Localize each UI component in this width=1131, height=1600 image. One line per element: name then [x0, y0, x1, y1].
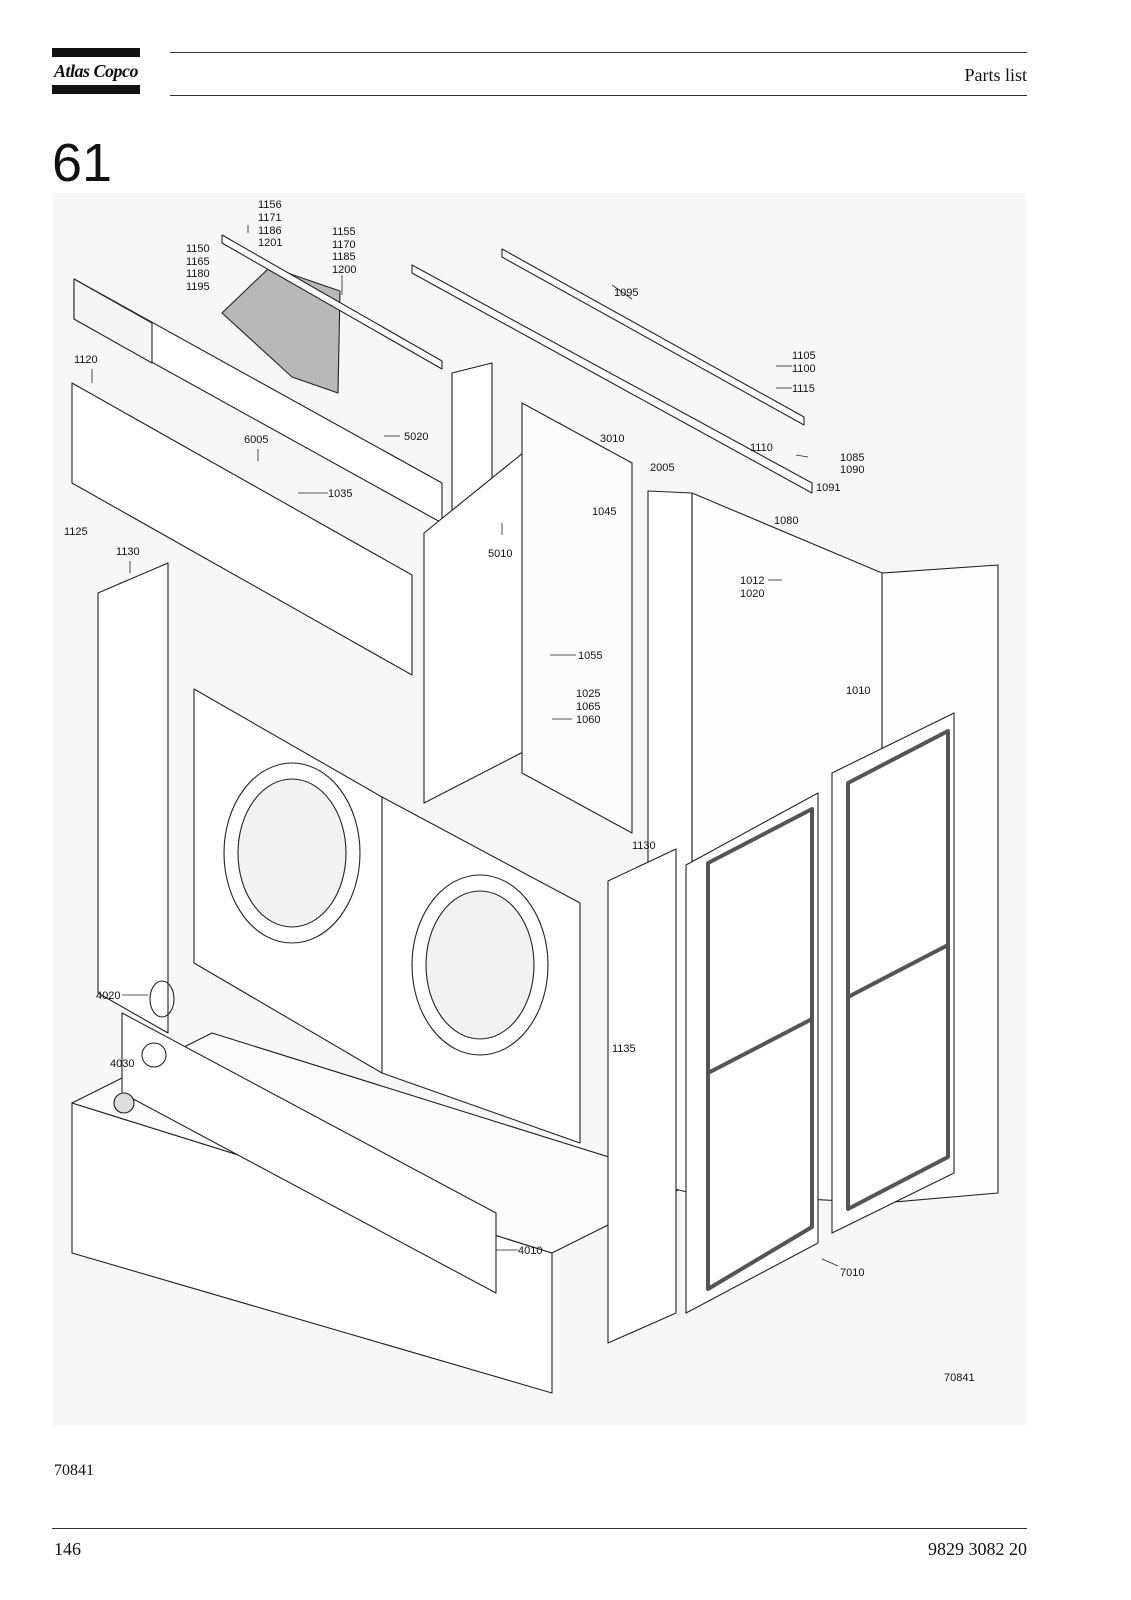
callout-label: 2005: [650, 462, 674, 474]
callout-label: 1171: [258, 212, 282, 224]
callout-label: 1080: [774, 515, 798, 527]
callout-label: 5020: [404, 431, 428, 443]
callout-label: 1156: [258, 199, 282, 211]
callout-label: 1012: [740, 575, 764, 587]
callout-label: 1025: [576, 688, 600, 700]
grommet-4030: [113, 1092, 135, 1114]
callout-label: 1020: [740, 588, 764, 600]
callout-label: 1010: [846, 685, 870, 697]
shaded-cover-1195: [221, 266, 341, 394]
seal-4020: [149, 980, 175, 1018]
callout-label: 1100: [792, 363, 816, 375]
callout-label: 3010: [600, 433, 624, 445]
callout-label: 6005: [244, 434, 268, 446]
callout-label: 1035: [328, 488, 352, 500]
figure-reference: 70841: [54, 1462, 94, 1479]
callout-label: 1186: [258, 225, 282, 237]
side-panel-1130-left: [97, 562, 169, 1034]
mesh-left-divider: [707, 1017, 813, 1075]
callout-label: 1180: [186, 268, 210, 280]
callout-label: 7010: [840, 1267, 864, 1279]
callout-label: 4010: [518, 1245, 542, 1257]
header-rule-top: [170, 52, 1027, 53]
callout-label: 1060: [576, 714, 600, 726]
fan-inlet-right: [425, 890, 535, 1040]
callout-label: 1130: [116, 546, 140, 558]
callout-label: 1165: [186, 256, 210, 268]
strip-1156: [221, 234, 443, 370]
callout-label: 1185: [332, 251, 356, 263]
callout-label: 1115: [792, 383, 815, 395]
callout-label: 1095: [614, 287, 638, 299]
callout-label: 1065: [576, 701, 600, 713]
callout-label: 1150: [186, 243, 210, 255]
callout-label: 1135: [612, 1043, 636, 1055]
callout-label: 4030: [110, 1058, 134, 1070]
footer-rule: [52, 1528, 1027, 1529]
callout-label: 1110: [750, 442, 773, 454]
callout-label: 1201: [258, 237, 282, 249]
header-title: Parts list: [964, 65, 1027, 85]
door-frame-left: [685, 792, 819, 1314]
callout-label: 1091: [816, 482, 840, 494]
side-panel-1130-center: [607, 848, 677, 1344]
panel-3010: [521, 402, 633, 834]
header-rule-bottom: [170, 95, 1027, 96]
callout-label: 1085: [840, 452, 864, 464]
drawing-id: 70841: [944, 1372, 975, 1384]
rail-1080: [411, 264, 813, 494]
callout-label: 1130: [632, 840, 656, 852]
top-panel-side: [73, 278, 153, 364]
callout-label: 1195: [186, 281, 210, 293]
callout-label: 1125: [64, 526, 88, 538]
callout-labels: 1156 1171 1186 1201 1155 1170 1185 1200 …: [64, 199, 975, 1384]
section-number: 61: [52, 133, 113, 193]
callout-label: 1155: [332, 226, 356, 238]
callout-label: 1090: [840, 464, 864, 476]
document-number: 9829 3082 20: [928, 1539, 1027, 1559]
hole-4030: [141, 1042, 167, 1068]
callout-label: 1105: [792, 350, 816, 362]
mesh-right-divider: [847, 943, 949, 999]
callout-label: 1200: [332, 264, 356, 276]
drawing-svg: 1156 1171 1186 1201 1155 1170 1185 1200 …: [64, 199, 999, 1394]
panel-1120: [71, 382, 413, 676]
mesh-right: [846, 729, 950, 1211]
callout-label: 1055: [578, 650, 602, 662]
atlas-copco-logo: Atlas Copco: [52, 48, 140, 94]
panel-4010: [121, 1012, 497, 1294]
callout-label: 5010: [488, 548, 512, 560]
brand-wordmark: Atlas Copco: [53, 61, 139, 81]
callout-label: 1120: [74, 354, 98, 366]
callout-label: 1045: [592, 506, 616, 518]
fan-inlet-left: [237, 778, 347, 928]
mesh-left: [706, 807, 814, 1291]
callout-label: 1170: [332, 239, 356, 251]
page-number: 146: [54, 1539, 81, 1559]
callout-label: 4020: [96, 990, 120, 1002]
rail-1095: [501, 248, 805, 426]
exploded-parts-drawing: 1156 1171 1186 1201 1155 1170 1185 1200 …: [52, 193, 1026, 1425]
